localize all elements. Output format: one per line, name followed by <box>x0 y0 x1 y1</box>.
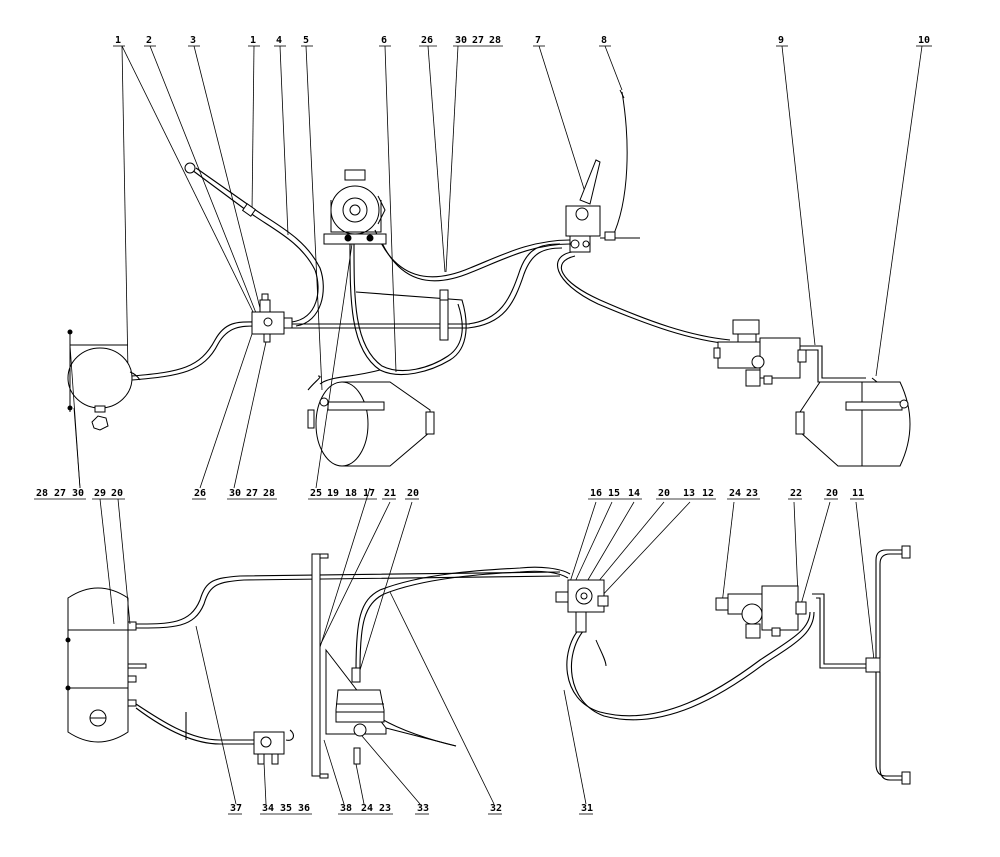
callout-label: 30 <box>455 35 467 46</box>
air-compressor <box>323 169 387 245</box>
callout-label: 20 <box>407 488 419 499</box>
callout-label: 8 <box>601 35 607 46</box>
callout-label: 31 <box>581 803 593 814</box>
control-valve <box>555 579 609 633</box>
callout-label: 23 <box>379 803 391 814</box>
callout-label: 33 <box>417 803 429 814</box>
top-callouts: 1 2 3 1 4 5 6 26 30 27 28 7 8 9 10 <box>115 35 930 46</box>
mounting-bracket <box>311 553 457 779</box>
callout-label: 12 <box>702 488 714 499</box>
brake-booster-right <box>713 319 807 387</box>
callout-label: 30 <box>229 488 241 499</box>
callout-label: 7 <box>535 35 541 46</box>
callout-label: 35 <box>280 803 292 814</box>
callout-label: 1 <box>250 35 256 46</box>
middle-leader-lines <box>69 243 875 671</box>
callout-label: 2 <box>146 35 152 46</box>
hopper-left <box>307 381 435 467</box>
top-leader-lines <box>121 45 923 391</box>
callout-label: 19 <box>327 488 339 499</box>
callout-label: 11 <box>852 488 864 499</box>
callout-label: 20 <box>826 488 838 499</box>
unloader-valve <box>253 731 285 765</box>
callout-label: 4 <box>276 35 282 46</box>
relay-valve-left <box>251 293 293 343</box>
callout-label: 29 <box>94 488 106 499</box>
middle-callouts: 28 27 30 29 20 26 30 27 28 25 19 18 17 2… <box>36 488 864 499</box>
callout-label: 13 <box>683 488 695 499</box>
callout-label: 6 <box>381 35 387 46</box>
callout-label: 17 <box>363 488 375 499</box>
callout-label: 37 <box>230 803 242 814</box>
air-tank-vertical <box>65 587 147 743</box>
callout-label: 24 <box>361 803 373 814</box>
callout-label: 10 <box>918 35 930 46</box>
callout-label: 25 <box>310 488 322 499</box>
callout-label: 30 <box>72 488 84 499</box>
callout-label: 14 <box>628 488 640 499</box>
callout-label: 20 <box>658 488 670 499</box>
pipes-bottom <box>135 549 904 781</box>
bottom-callouts: 37 34 35 36 38 24 23 33 32 31 <box>230 803 593 814</box>
callout-label: 27 <box>472 35 484 46</box>
callout-label: 23 <box>746 488 758 499</box>
middle-left-leaders <box>99 498 131 625</box>
callout-label: 36 <box>298 803 310 814</box>
brake-pedal-valve <box>565 159 640 253</box>
callout-label: 21 <box>384 488 396 499</box>
callout-label: 24 <box>729 488 741 499</box>
callout-label: 28 <box>36 488 48 499</box>
callout-label: 26 <box>421 35 433 46</box>
brake-booster-lower <box>715 585 807 639</box>
callout-label: 15 <box>608 488 620 499</box>
callout-label: 18 <box>345 488 357 499</box>
callout-label: 26 <box>194 488 206 499</box>
callout-label: 38 <box>340 803 352 814</box>
callout-label: 28 <box>263 488 275 499</box>
bottom-leader-lines <box>195 591 587 805</box>
callout-label: 27 <box>246 488 258 499</box>
hopper-right <box>795 381 911 467</box>
air-reservoir-round <box>67 329 141 431</box>
callout-label: 34 <box>262 803 274 814</box>
callout-label: 28 <box>489 35 501 46</box>
callout-label: 27 <box>54 488 66 499</box>
callout-label: 32 <box>490 803 502 814</box>
callout-label: 9 <box>778 35 784 46</box>
air-dryer <box>335 667 385 765</box>
callout-label: 20 <box>111 488 123 499</box>
callout-label: 1 <box>115 35 121 46</box>
bracket-clip <box>439 289 449 341</box>
callout-label: 22 <box>790 488 802 499</box>
callout-label: 5 <box>303 35 309 46</box>
callout-label: 3 <box>190 35 196 46</box>
callout-label: 16 <box>590 488 602 499</box>
tee-fitting <box>865 545 911 785</box>
